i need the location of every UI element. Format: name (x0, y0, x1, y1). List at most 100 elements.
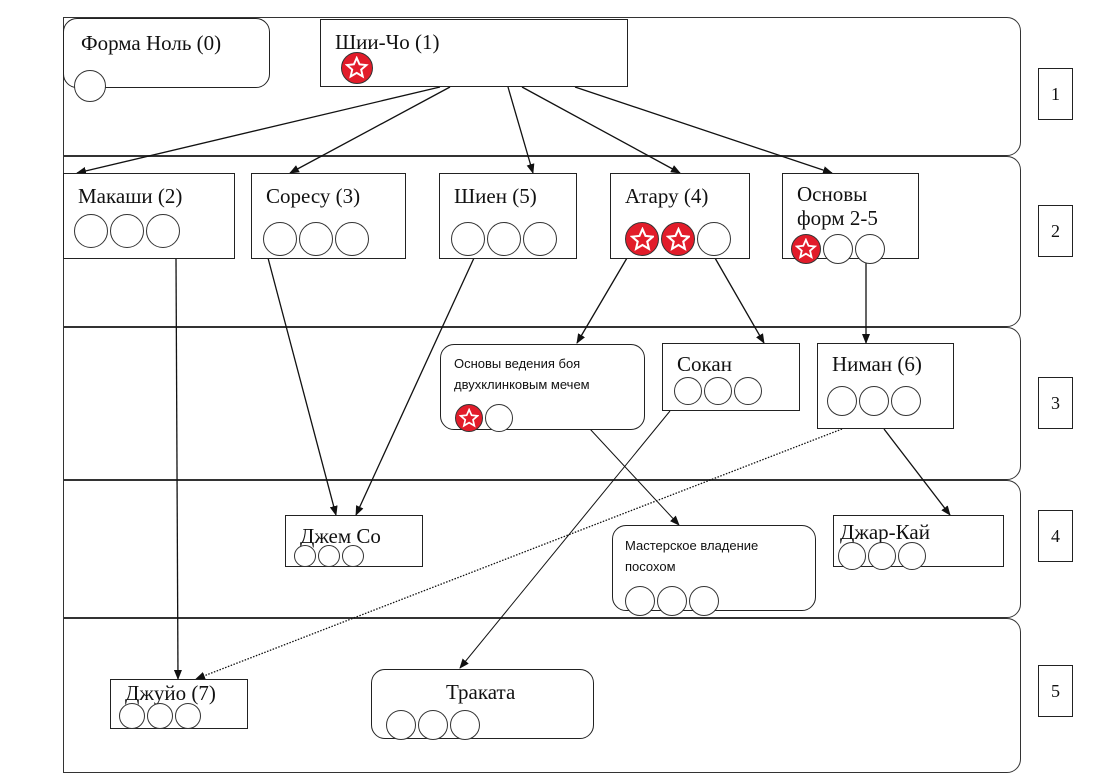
node-jem-so[interactable]: Джем Со (285, 515, 423, 567)
node-label: Атару (4) (625, 184, 709, 208)
tier-number-2: 2 (1038, 205, 1073, 257)
empty-circle-icon (110, 214, 144, 248)
empty-circle-icon (335, 222, 369, 256)
empty-circle-icon (855, 234, 885, 264)
empty-circle-icon (451, 222, 485, 256)
node-juyo[interactable]: Джуйо (7) (110, 679, 248, 729)
node-label: Форма Ноль (0) (81, 31, 222, 55)
progress-circles (791, 234, 885, 264)
arrow-niman-to-juyo (195, 428, 843, 680)
empty-circle-icon (868, 542, 896, 570)
empty-circle-icon (74, 70, 106, 102)
progress-circles (625, 586, 719, 616)
empty-circle-icon (299, 222, 333, 256)
star-icon (661, 222, 695, 256)
node-niman[interactable]: Ниман (6) (817, 343, 954, 429)
progress-circles (451, 222, 557, 256)
empty-circle-icon (175, 703, 201, 729)
empty-circle-icon (386, 710, 416, 740)
arrow-shii-cho-to-soresu (289, 86, 451, 174)
arrow-shien-to-jem-so (355, 257, 475, 516)
node-label: Макаши (2) (78, 184, 183, 208)
node-soresu[interactable]: Соресу (3) (251, 173, 406, 259)
arrow-sokan-to-trakata (459, 410, 671, 669)
arrow-ataru-to-dual-blade (576, 257, 628, 344)
arrow-makashi-to-juyo (173, 257, 182, 680)
node-label: Основы форм 2-5 (797, 182, 878, 230)
tier-band-1 (63, 17, 1021, 156)
empty-circle-icon (674, 377, 702, 405)
node-sokan[interactable]: Сокан (662, 343, 800, 411)
node-label: Ниман (6) (832, 352, 922, 376)
node-label: Шии-Чо (1) (335, 30, 440, 54)
arrow-shii-cho-to-shien (507, 86, 535, 174)
empty-circle-icon (838, 542, 866, 570)
empty-circle-icon (697, 222, 731, 256)
empty-circle-icon (704, 377, 732, 405)
empty-circle-icon (263, 222, 297, 256)
progress-circles (119, 703, 201, 729)
node-label: Мастерское владение посохом (625, 538, 759, 574)
arrow-soresu-to-jem-so (267, 257, 338, 516)
empty-circle-icon (689, 586, 719, 616)
node-label: Джуйо (7) (125, 681, 216, 705)
node-shii-cho[interactable]: Шии-Чо (1) (320, 19, 628, 87)
empty-circle-icon (74, 214, 108, 248)
arrow-ataru-to-sokan (714, 257, 765, 344)
star-icon (791, 234, 821, 264)
empty-circle-icon (657, 586, 687, 616)
progress-circles (74, 70, 106, 102)
node-label: Траката (446, 680, 516, 704)
arrow-shii-cho-to-ataru (521, 86, 681, 174)
empty-circle-icon (734, 377, 762, 405)
node-label: Соресу (3) (266, 184, 361, 208)
progress-circles (674, 377, 762, 405)
progress-circles (455, 404, 513, 432)
empty-circle-icon (418, 710, 448, 740)
tier-number-1: 1 (1038, 68, 1073, 120)
empty-circle-icon (146, 214, 180, 248)
empty-circle-icon (487, 222, 521, 256)
empty-circle-icon (342, 545, 364, 567)
empty-circle-icon (827, 386, 857, 416)
node-label: Шиен (5) (454, 184, 537, 208)
node-shien[interactable]: Шиен (5) (439, 173, 577, 259)
star-icon (625, 222, 659, 256)
arrow-dual-blade-to-staff (589, 428, 680, 526)
empty-circle-icon (625, 586, 655, 616)
tier-band-4 (63, 480, 1021, 618)
empty-circle-icon (318, 545, 340, 567)
progress-circles (341, 52, 373, 84)
tier-band-3 (63, 327, 1021, 480)
tier-band-5 (63, 618, 1021, 773)
empty-circle-icon (523, 222, 557, 256)
progress-circles (625, 222, 731, 256)
arrow-shii-cho-to-makashi (76, 86, 441, 175)
empty-circle-icon (859, 386, 889, 416)
node-label: Джем Со (300, 524, 381, 548)
star-icon (341, 52, 373, 84)
node-ataru[interactable]: Атару (4) (610, 173, 750, 259)
tier-number-3: 3 (1038, 377, 1073, 429)
arrow-niman-to-jar-kai (883, 428, 951, 516)
node-basics-forms[interactable]: Основы форм 2-5 (782, 173, 919, 264)
node-dual-blade-basics[interactable]: Основы ведения боя двухклинковым мечем (440, 344, 645, 432)
node-makashi[interactable]: Макаши (2) (63, 173, 235, 259)
empty-circle-icon (119, 703, 145, 729)
node-staff-mastery[interactable]: Мастерское владение посохом (612, 525, 816, 616)
progress-circles (263, 222, 369, 256)
empty-circle-icon (485, 404, 513, 432)
arrow-shii-cho-to-basics (574, 86, 833, 174)
progress-circles (386, 710, 480, 740)
empty-circle-icon (450, 710, 480, 740)
node-trakata[interactable]: Траката (371, 669, 594, 740)
node-label: Сокан (677, 352, 732, 376)
node-form-zero[interactable]: Форма Ноль (0) (63, 18, 270, 102)
node-jar-kai[interactable]: Джар-Кай (833, 515, 1004, 570)
empty-circle-icon (891, 386, 921, 416)
star-icon (455, 404, 483, 432)
empty-circle-icon (147, 703, 173, 729)
progress-circles (294, 545, 364, 567)
tier-number-5: 5 (1038, 665, 1073, 717)
